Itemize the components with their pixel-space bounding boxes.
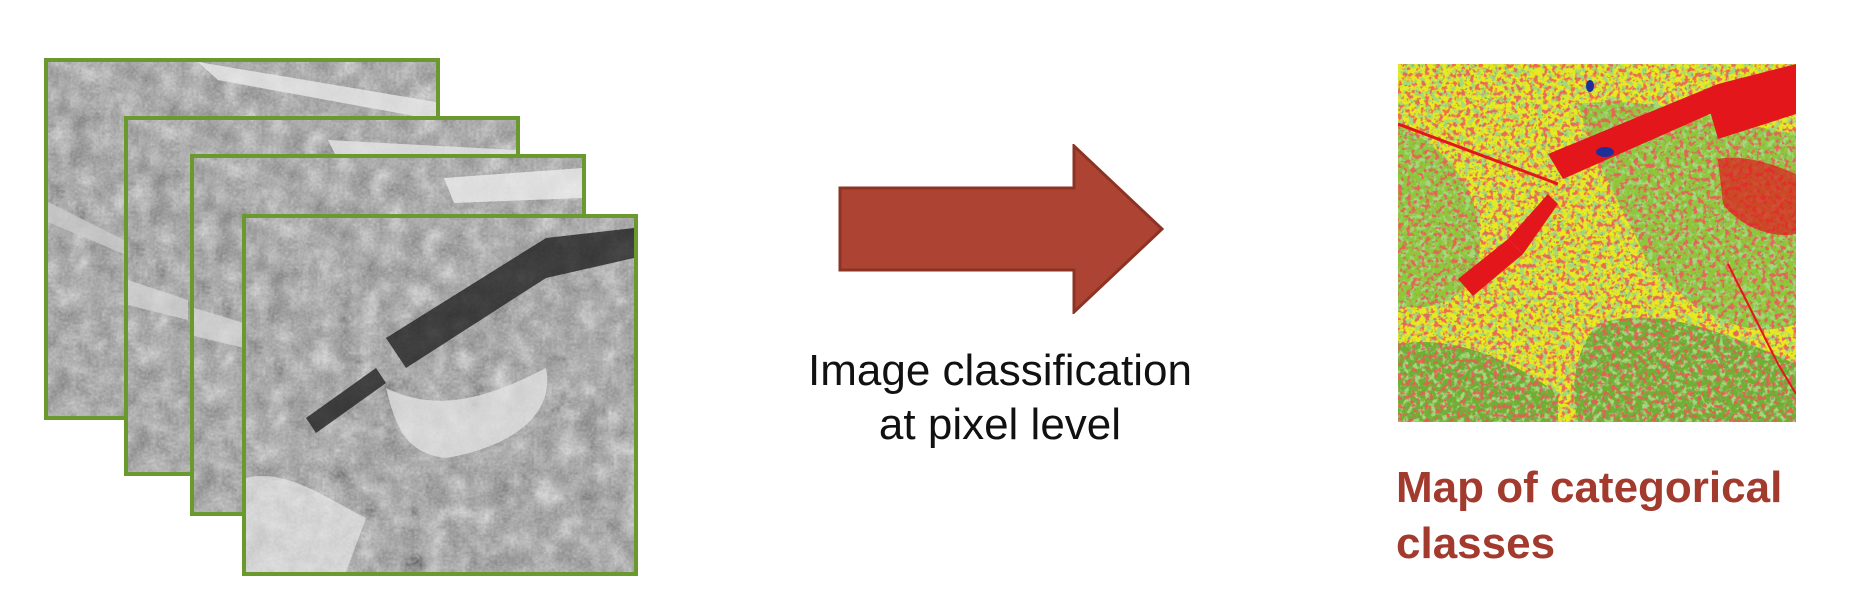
classified-map bbox=[1398, 64, 1796, 422]
satellite-image-icon bbox=[246, 218, 634, 572]
process-label: Image classification at pixel level bbox=[760, 344, 1240, 452]
classified-map-icon bbox=[1398, 64, 1796, 422]
map-label-line-2: classes bbox=[1396, 519, 1556, 568]
arrow-right-icon bbox=[838, 144, 1165, 314]
map-label-line-1: Map of categorical bbox=[1396, 463, 1783, 512]
satellite-image-layer-4 bbox=[242, 214, 638, 576]
map-label: Map of categorical classes bbox=[1396, 460, 1856, 572]
process-label-line-1: Image classification bbox=[808, 346, 1192, 395]
process-label-line-2: at pixel level bbox=[878, 400, 1122, 449]
